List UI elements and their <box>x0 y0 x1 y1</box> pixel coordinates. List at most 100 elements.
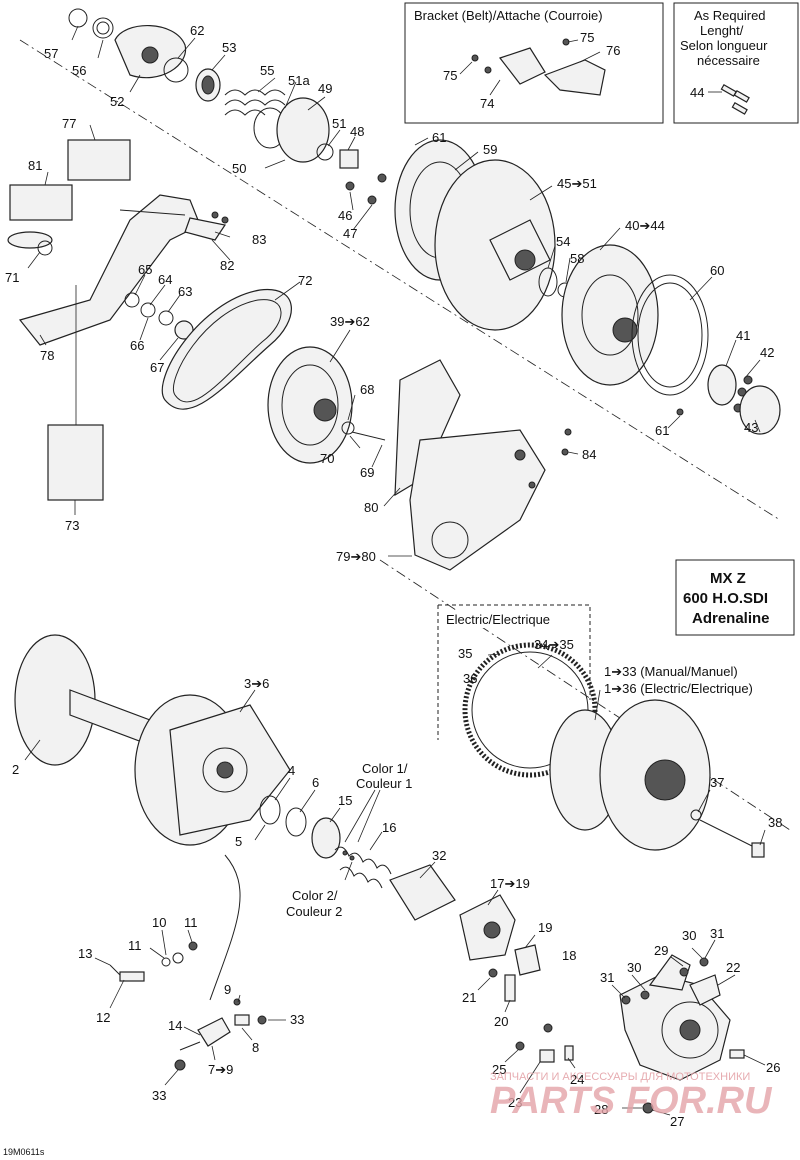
callout-18: 18 <box>562 948 576 963</box>
callout-76: 76 <box>606 43 620 58</box>
callout-68: 68 <box>360 382 374 397</box>
callout-36: 36 <box>463 671 477 686</box>
belt-and-cover <box>161 288 572 571</box>
callout-8: 8 <box>252 1040 259 1055</box>
callout-57: 57 <box>44 46 58 61</box>
callout-64: 64 <box>158 272 172 287</box>
callout-83: 83 <box>252 232 266 247</box>
callout-33-right: 33 <box>290 1012 304 1027</box>
callout-59: 59 <box>483 142 497 157</box>
callout-61-upper: 61 <box>432 130 446 145</box>
watermark-subtitle: ЗАПЧАСТИ И АКСЕССУАРЫ ДЛЯ МОТОТЕХНИКИ <box>490 1071 750 1083</box>
callout-81: 81 <box>28 158 42 173</box>
callout-47: 47 <box>343 226 357 241</box>
callout-52: 52 <box>110 94 124 109</box>
callout-color1-line2: Couleur 1 <box>356 776 412 791</box>
electric-box: Electric/Electrique <box>437 604 598 778</box>
watermark-brand: PARTS FOR.RU <box>490 1080 773 1122</box>
callout-5: 5 <box>235 834 242 849</box>
callout-84: 84 <box>582 447 596 462</box>
callout-63: 63 <box>178 284 192 299</box>
bracket-belt-box: Bracket (Belt)/Attache (Courroie) <box>404 2 664 124</box>
callout-49: 49 <box>318 81 332 96</box>
required-line-4: nécessaire <box>697 53 760 68</box>
callout-74: 74 <box>480 96 494 111</box>
callout-75-left: 75 <box>443 68 457 83</box>
callout-43: 43 <box>744 420 758 435</box>
callout-23: 23 <box>508 1095 522 1110</box>
callout-21: 21 <box>462 990 476 1005</box>
callout-42: 42 <box>760 345 774 360</box>
as-required-box: As Required Lenght/ Selon longueur néces… <box>673 2 799 124</box>
callout-1-36-electric: 1➔36 (Electric/Electrique) <box>604 681 753 696</box>
callout-34-35: 34➔35 <box>534 637 574 652</box>
callout-66: 66 <box>130 338 144 353</box>
callout-17-19: 17➔19 <box>490 876 530 891</box>
callout-50: 50 <box>232 161 246 176</box>
callout-14: 14 <box>168 1018 182 1033</box>
callout-22: 22 <box>726 960 740 975</box>
label-decal-81 <box>9 184 73 221</box>
callout-37: 37 <box>710 775 724 790</box>
callout-30-upper: 30 <box>682 928 696 943</box>
callout-20: 20 <box>494 1014 508 1029</box>
belt-guard-area <box>7 139 229 501</box>
callout-53: 53 <box>222 40 236 55</box>
callout-31-lower: 31 <box>600 970 614 985</box>
electric-title: Electric/Electrique <box>446 612 550 627</box>
drive-pulley-cover-parts <box>68 8 387 205</box>
callout-color2-line1: Color 2/ <box>292 888 338 903</box>
callout-77: 77 <box>62 116 76 131</box>
callout-11-left: 11 <box>128 938 142 953</box>
callout-69: 69 <box>360 465 374 480</box>
callout-73: 73 <box>65 518 79 533</box>
callout-72: 72 <box>298 273 312 288</box>
callout-31-upper: 31 <box>710 926 724 941</box>
callout-39-62: 39➔62 <box>330 314 370 329</box>
lower-left-small-parts <box>109 854 267 1071</box>
callout-11-right: 11 <box>184 915 198 930</box>
callout-55: 55 <box>260 63 274 78</box>
callout-51a: 51a <box>288 73 310 88</box>
callout-7-9: 7➔9 <box>208 1062 233 1077</box>
leader-lines <box>24 25 766 1116</box>
model-box: MX Z 600 H.O.SDI Adrenaline <box>675 559 795 636</box>
callout-33-lower: 33 <box>152 1088 166 1103</box>
callout-6: 6 <box>312 775 319 790</box>
upper-axis-line <box>19 39 781 521</box>
callout-58: 58 <box>570 251 584 266</box>
model-line-1: MX Z <box>710 570 746 587</box>
callout-29: 29 <box>654 943 668 958</box>
callout-labels: 57 56 52 62 53 55 51a 49 51 48 50 46 47 … <box>5 23 782 1129</box>
callout-color1-line1: Color 1/ <box>362 761 408 776</box>
callout-28: 28 <box>594 1102 608 1117</box>
callout-82: 82 <box>220 258 234 273</box>
label-decal-77 <box>67 139 131 181</box>
callout-26: 26 <box>766 1060 780 1075</box>
callout-41: 41 <box>736 328 750 343</box>
callout-25: 25 <box>492 1062 506 1077</box>
callout-54: 54 <box>556 234 570 249</box>
callout-color2-line2: Couleur 2 <box>286 904 342 919</box>
callout-65: 65 <box>138 262 152 277</box>
callout-15: 15 <box>338 793 352 808</box>
callout-30-lower: 30 <box>627 960 641 975</box>
required-line-1: As Required <box>694 8 766 23</box>
model-line-3: Adrenaline <box>692 610 770 627</box>
callout-44: 44 <box>690 85 704 100</box>
callout-32: 32 <box>432 848 446 863</box>
drive-pulley-lower <box>14 634 541 1002</box>
callout-48: 48 <box>350 124 364 139</box>
watermark: ЗАПЧАСТИ И АКСЕССУАРЫ ДЛЯ МОТОТЕХНИКИ PA… <box>490 1071 773 1122</box>
callout-75-top: 75 <box>580 30 594 45</box>
callout-35-small: 35 <box>458 646 472 661</box>
callout-60: 60 <box>710 263 724 278</box>
callout-79-80: 79➔80 <box>336 549 376 564</box>
required-line-3: Selon longueur <box>680 38 768 53</box>
callout-19: 19 <box>538 920 552 935</box>
label-decal-73 <box>47 424 104 501</box>
callout-46: 46 <box>338 208 352 223</box>
callout-78: 78 <box>40 348 54 363</box>
callout-3-6: 3➔6 <box>244 676 269 691</box>
